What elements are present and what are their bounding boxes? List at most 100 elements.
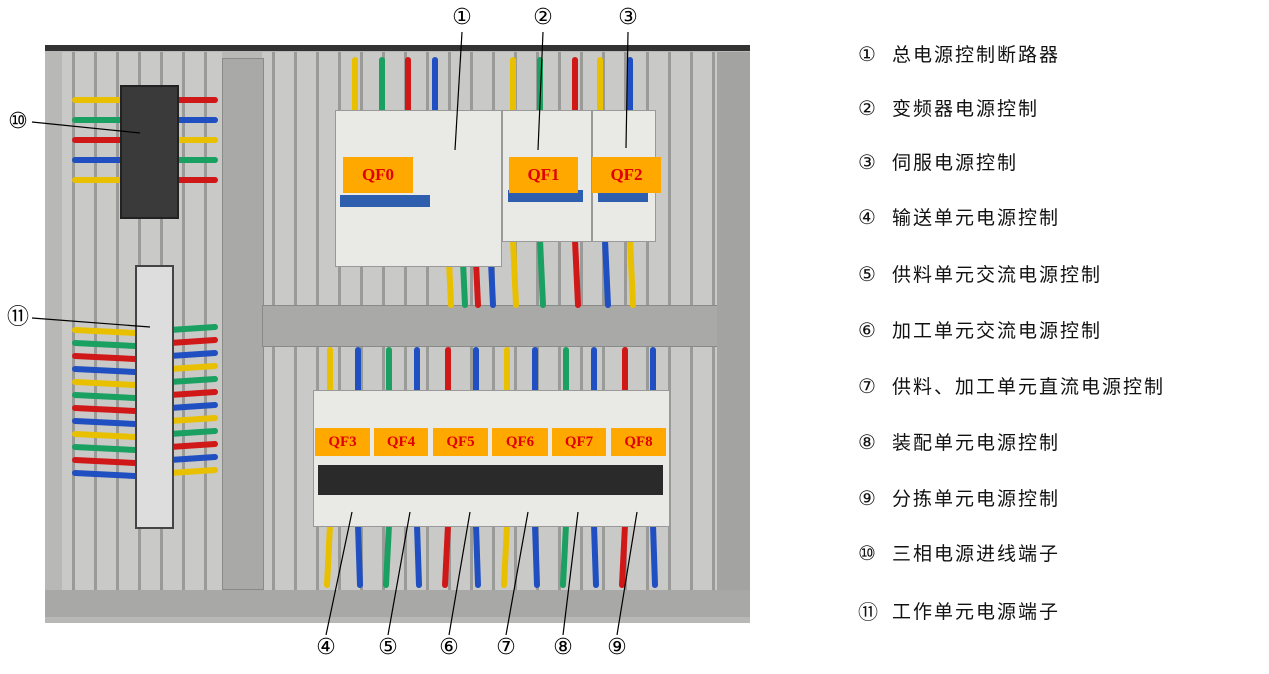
breaker-handles-qf0 xyxy=(340,195,430,207)
legend-number: ⑥ xyxy=(858,317,876,342)
breaker-handles-qf1 xyxy=(508,190,583,202)
wire xyxy=(473,522,481,588)
panel-frame-bottom xyxy=(45,590,750,617)
wire xyxy=(72,418,138,427)
wire xyxy=(167,376,218,385)
wire xyxy=(650,522,658,588)
legend-text: 工作单元电源端子 xyxy=(892,601,1061,623)
wire xyxy=(355,522,363,588)
wire xyxy=(619,522,628,588)
legend-item: ⑪ 工作单元电源端子 xyxy=(858,596,1060,625)
legend-number: ⑧ xyxy=(858,429,876,454)
legend-text: 输送单元电源控制 xyxy=(892,207,1061,229)
legend-text: 伺服电源控制 xyxy=(892,152,1019,174)
wire xyxy=(414,522,422,588)
wire xyxy=(167,337,218,346)
wire xyxy=(72,327,138,336)
legend-item: ⑧ 装配单元电源控制 xyxy=(858,428,1060,455)
wire xyxy=(72,405,138,414)
wire xyxy=(167,428,218,437)
label-qf6: QF6 xyxy=(492,428,548,456)
legend-text: 总电源控制断路器 xyxy=(892,44,1061,66)
panel-frame-right xyxy=(717,52,750,617)
callout-2: ② xyxy=(533,5,553,30)
unit-power-terminal-strip xyxy=(135,265,174,529)
legend-text: 三相电源进线端子 xyxy=(892,543,1061,565)
legend-item: ② 变频器电源控制 xyxy=(858,94,1039,121)
label-qf5: QF5 xyxy=(433,428,488,456)
label-qf7: QF7 xyxy=(552,428,606,456)
wire xyxy=(572,237,581,308)
wire xyxy=(167,467,218,476)
wire xyxy=(72,353,138,362)
legend-text: 装配单元电源控制 xyxy=(892,432,1061,454)
label-qf4: QF4 xyxy=(374,428,428,456)
legend-text: 变频器电源控制 xyxy=(892,98,1040,120)
legend-text: 供料单元交流电源控制 xyxy=(892,264,1103,286)
wire xyxy=(537,237,546,308)
wire xyxy=(591,522,599,588)
callout-6: ⑥ xyxy=(439,635,459,660)
callout-5: ⑤ xyxy=(378,635,398,660)
legend-item: ⑩ 三相电源进线端子 xyxy=(858,539,1060,566)
wire xyxy=(72,392,138,401)
legend-text: 加工单元交流电源控制 xyxy=(892,320,1103,342)
callout-8: ⑧ xyxy=(553,635,573,660)
label-qf0: QF0 xyxy=(343,157,413,193)
legend-number: ⑩ xyxy=(858,540,876,565)
wire xyxy=(383,522,392,588)
wire xyxy=(72,444,138,453)
wire xyxy=(167,402,218,411)
wire xyxy=(510,237,519,308)
wire xyxy=(72,340,138,349)
three-phase-terminal-block xyxy=(120,85,179,219)
legend-number: ⑪ xyxy=(858,600,878,624)
legend-number: ⑤ xyxy=(858,261,876,286)
wire xyxy=(167,415,218,424)
callout-3: ③ xyxy=(618,5,638,30)
legend-number: ① xyxy=(858,41,876,66)
wire xyxy=(167,363,218,372)
lower-breaker-handles xyxy=(318,465,663,495)
wire xyxy=(442,522,451,588)
wire xyxy=(72,366,138,375)
wire xyxy=(72,431,138,440)
wire xyxy=(72,470,138,479)
wire xyxy=(167,389,218,398)
label-qf2: QF2 xyxy=(592,157,661,193)
callout-7: ⑦ xyxy=(496,635,516,660)
wire xyxy=(560,522,569,588)
callout-4: ④ xyxy=(316,635,336,660)
wire xyxy=(602,237,611,308)
legend-item: ⑤ 供料单元交流电源控制 xyxy=(858,260,1102,287)
breaker-handles-qf2 xyxy=(598,190,648,202)
legend-item: ① 总电源控制断路器 xyxy=(858,40,1060,67)
wire xyxy=(324,522,333,588)
wire xyxy=(627,237,636,308)
vertical-wire-duct xyxy=(222,58,264,590)
wire xyxy=(167,441,218,450)
wire xyxy=(72,457,138,466)
label-qf3: QF3 xyxy=(315,428,370,456)
callout-10: ⑩ xyxy=(8,109,28,134)
legend-number: ② xyxy=(858,95,876,120)
wire xyxy=(167,454,218,463)
lower-breaker-row xyxy=(313,390,670,527)
label-qf8: QF8 xyxy=(611,428,666,456)
wire xyxy=(72,379,138,388)
legend-text: 分拣单元电源控制 xyxy=(892,488,1061,510)
callout-9: ⑨ xyxy=(607,635,627,660)
callout-1: ① xyxy=(452,5,472,30)
wire xyxy=(167,350,218,359)
wire xyxy=(167,324,218,333)
callout-11: ⑪ xyxy=(6,305,29,330)
legend-item: ③ 伺服电源控制 xyxy=(858,148,1018,175)
legend-item: ④ 输送单元电源控制 xyxy=(858,203,1060,230)
label-qf1: QF1 xyxy=(509,157,578,193)
legend-number: ③ xyxy=(858,149,876,174)
legend-text: 供料、加工单元直流电源控制 xyxy=(892,376,1166,398)
legend-number: ④ xyxy=(858,204,876,229)
